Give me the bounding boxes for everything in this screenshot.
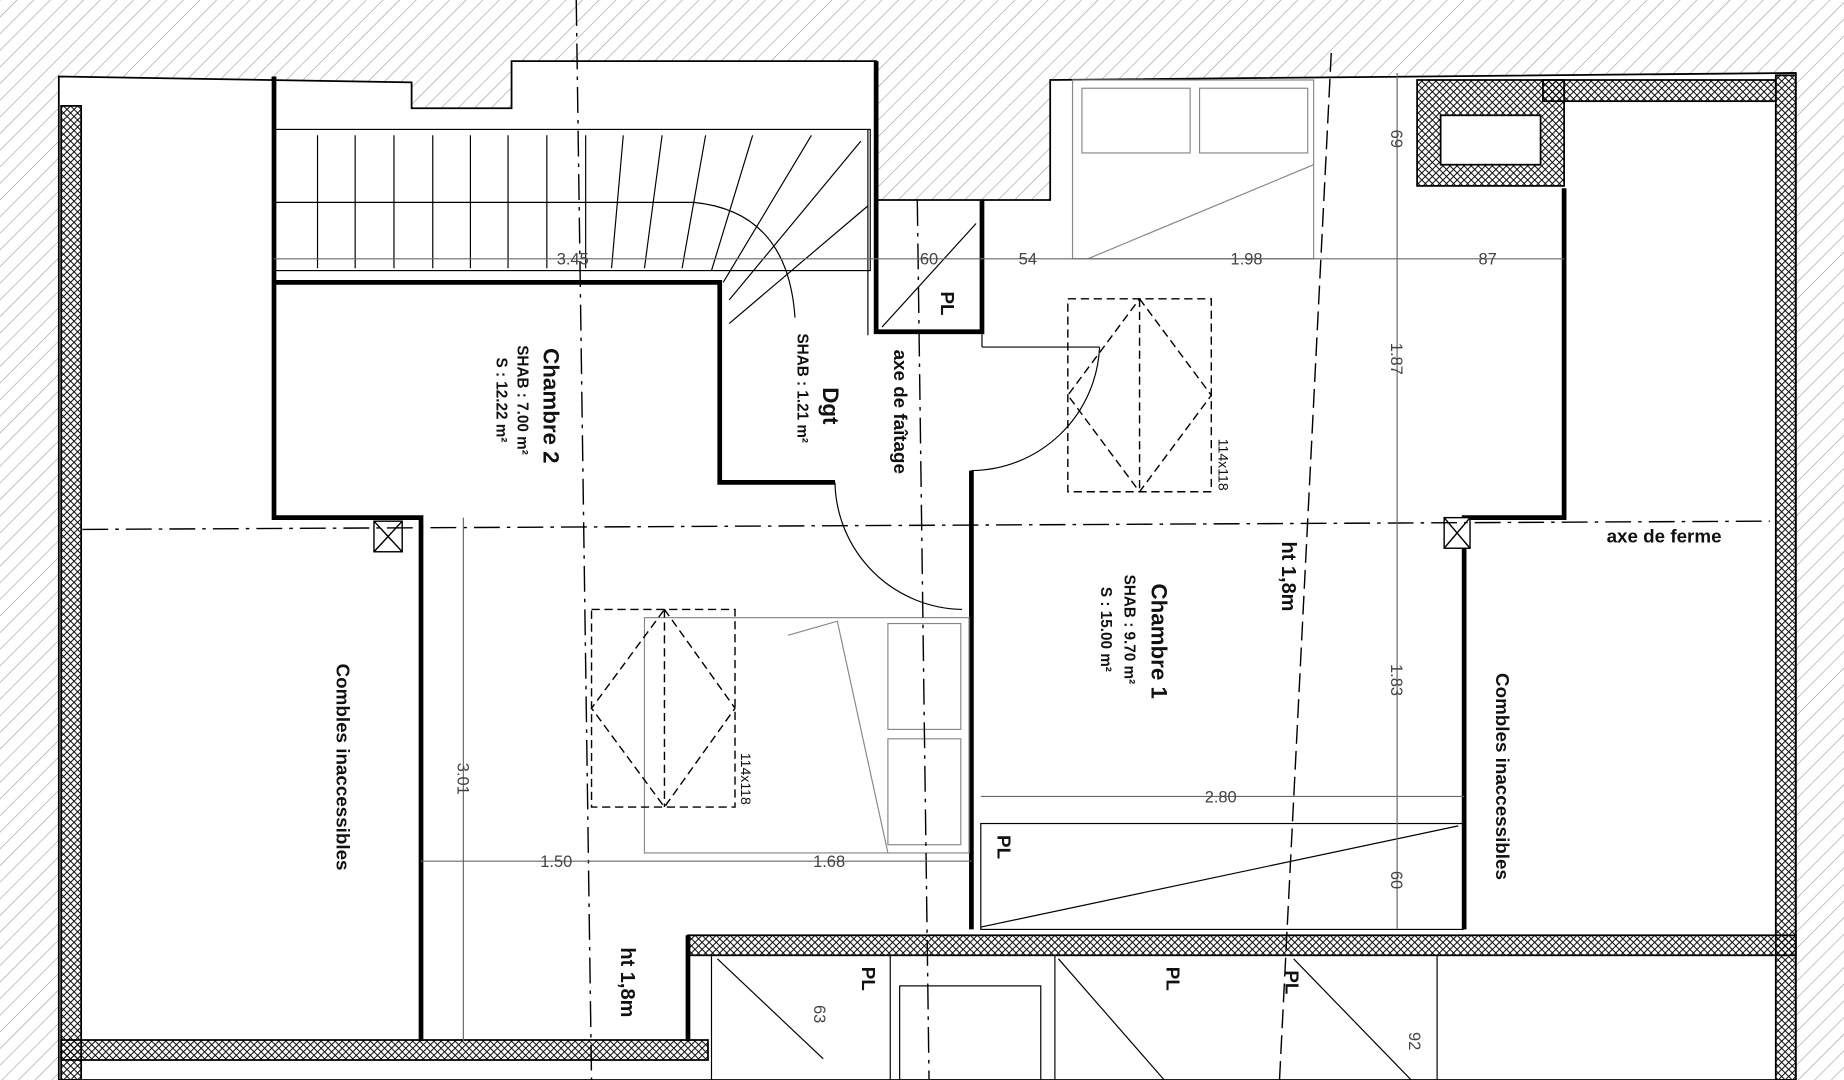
- skylight-size-label: 114x118: [1215, 439, 1231, 491]
- staircase: [273, 128, 871, 336]
- dimension-label: 63: [810, 1005, 828, 1023]
- skylight: [590, 297, 1213, 809]
- dimension-label: 60: [920, 251, 938, 269]
- room-label-chambre-1: Chambre 1 SHAB : 9.70 m² S : 15.00 m²: [1097, 575, 1172, 699]
- placard-label: PL: [858, 967, 879, 991]
- axis-ferme-label: axe de ferme: [1607, 525, 1722, 546]
- combles-label-left: Combles inaccessibles: [332, 664, 353, 871]
- dimension-label: 1.50: [540, 853, 572, 871]
- chimney-void: [1439, 114, 1542, 166]
- dimension-label: 1.83: [1387, 664, 1405, 696]
- placard-label: PL: [937, 292, 958, 316]
- dimension-label: 54: [1019, 251, 1037, 269]
- dimension-label: 60: [1387, 871, 1405, 889]
- room-label-chambre-2: Chambre 2 SHAB : 7.00 m² S : 12.22 m²: [492, 345, 563, 463]
- height-limit-line: [1278, 52, 1332, 1080]
- dimension-label: 3.45: [557, 251, 589, 269]
- left-insulated-wall: [60, 105, 83, 1080]
- right-insulated-wall: [1774, 74, 1797, 1080]
- placard-label: PL: [1163, 967, 1184, 991]
- placard-label: PL: [993, 835, 1014, 859]
- dimension-label: 1.98: [1231, 251, 1263, 269]
- combles-label-right: Combles inaccessibles: [1492, 673, 1513, 880]
- top-insulated-wall: [1542, 79, 1777, 103]
- lower-insulated-wall: [60, 1039, 709, 1061]
- room-name: Dgt: [818, 387, 843, 425]
- room-shab: SHAB : 9.70 m²: [1120, 575, 1137, 685]
- dimension-label: 87: [1479, 251, 1497, 269]
- room-label-dgt: Dgt SHAB : 1.21 m²: [793, 333, 843, 443]
- room-shab: SHAB : 1.21 m²: [793, 333, 810, 443]
- walls: [271, 61, 1567, 1042]
- axis-faitage-label: axe de faîtage: [890, 350, 911, 474]
- room-shab: SHAB : 7.00 m²: [513, 345, 530, 455]
- dimension-label: 1.68: [813, 853, 845, 871]
- doors: [834, 331, 1101, 610]
- height-label: ht 1,8m: [1277, 541, 1299, 611]
- placards: [710, 223, 1464, 1080]
- placard-label: PL: [1281, 970, 1302, 994]
- middle-insulated-wall: [687, 934, 1797, 957]
- room-surface: S : 12.22 m²: [492, 358, 509, 443]
- dimension-lines: [274, 72, 1565, 1042]
- dimension-label: 92: [1405, 1032, 1423, 1050]
- axes: [82, 0, 1770, 1080]
- room-name: Chambre 1: [1146, 583, 1171, 698]
- skylight-size-label: 114x118: [738, 753, 754, 805]
- dimension-label: 2.80: [1205, 788, 1237, 806]
- room-name: Chambre 2: [538, 348, 563, 463]
- dimension-label: 3.01: [453, 763, 471, 795]
- dimension-label: 69: [1387, 130, 1405, 148]
- height-label: ht 1,8m: [616, 947, 638, 1017]
- dimension-label: 1.87: [1387, 343, 1405, 375]
- room-surface: S : 15.00 m²: [1097, 587, 1114, 672]
